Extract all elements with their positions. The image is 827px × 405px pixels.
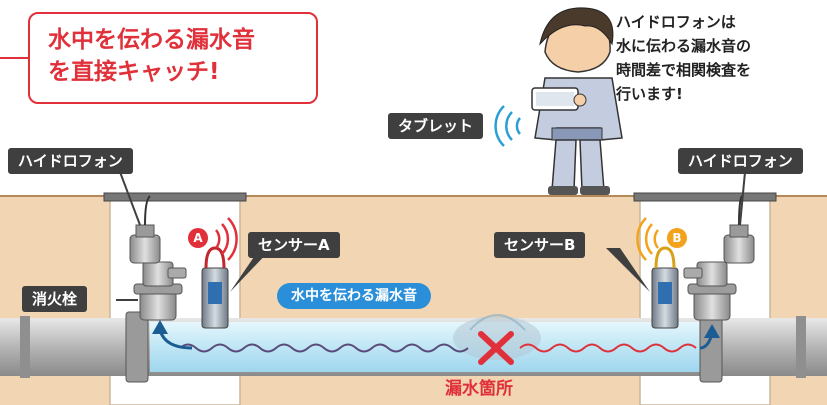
hydrophone-left — [129, 195, 161, 264]
sensor-b-badge — [667, 228, 687, 248]
hydrophone-right-label: ハイドロフォン — [678, 148, 803, 174]
leak-point-label: 漏水箇所 — [445, 379, 513, 399]
headline-box: 水中を伝わる漏水音 を直接キャッチ! — [28, 12, 318, 104]
explanation-line1: ハイドロフォンは — [616, 13, 736, 31]
sensor-a-badge-text: A — [193, 231, 203, 245]
explanation-line2: 水に伝わる漏水音の — [616, 37, 752, 55]
explanation-text: ハイドロフォンは 水に伝わる漏水音の 時間差で相関検査を 行います! — [616, 10, 821, 106]
hydrophone-right — [723, 195, 755, 264]
sound-wave-left — [179, 343, 469, 353]
sensor-b-device — [636, 217, 687, 329]
sensor-a-device — [188, 217, 238, 329]
hydrophone-left-label: ハイドロフォン — [8, 148, 133, 174]
explanation-line3: 時間差で相関検査を — [616, 61, 752, 79]
technician-figure — [494, 7, 623, 195]
fire-hydrant-left — [133, 261, 187, 321]
tablet-label: タブレット — [388, 113, 484, 139]
sensor-a-label: センサーA — [248, 232, 340, 258]
sensor-b-badge-text: B — [672, 231, 682, 245]
sensor-a-badge — [188, 228, 208, 248]
sound-wave-right — [519, 343, 697, 353]
fire-hydrant-right — [683, 261, 737, 321]
water-sound-label: 水中を伝わる漏水音 — [277, 283, 431, 309]
headline-line1: 水中を伝わる漏水音 — [48, 27, 255, 53]
leak-spot — [453, 316, 541, 360]
explanation-line4: 行います! — [616, 85, 683, 103]
hydrant-label: 消火栓 — [22, 286, 88, 312]
leak-x-icon — [478, 331, 514, 365]
headline-line2: を直接キャッチ! — [48, 59, 220, 85]
sensor-b-label: センサーB — [494, 232, 586, 258]
